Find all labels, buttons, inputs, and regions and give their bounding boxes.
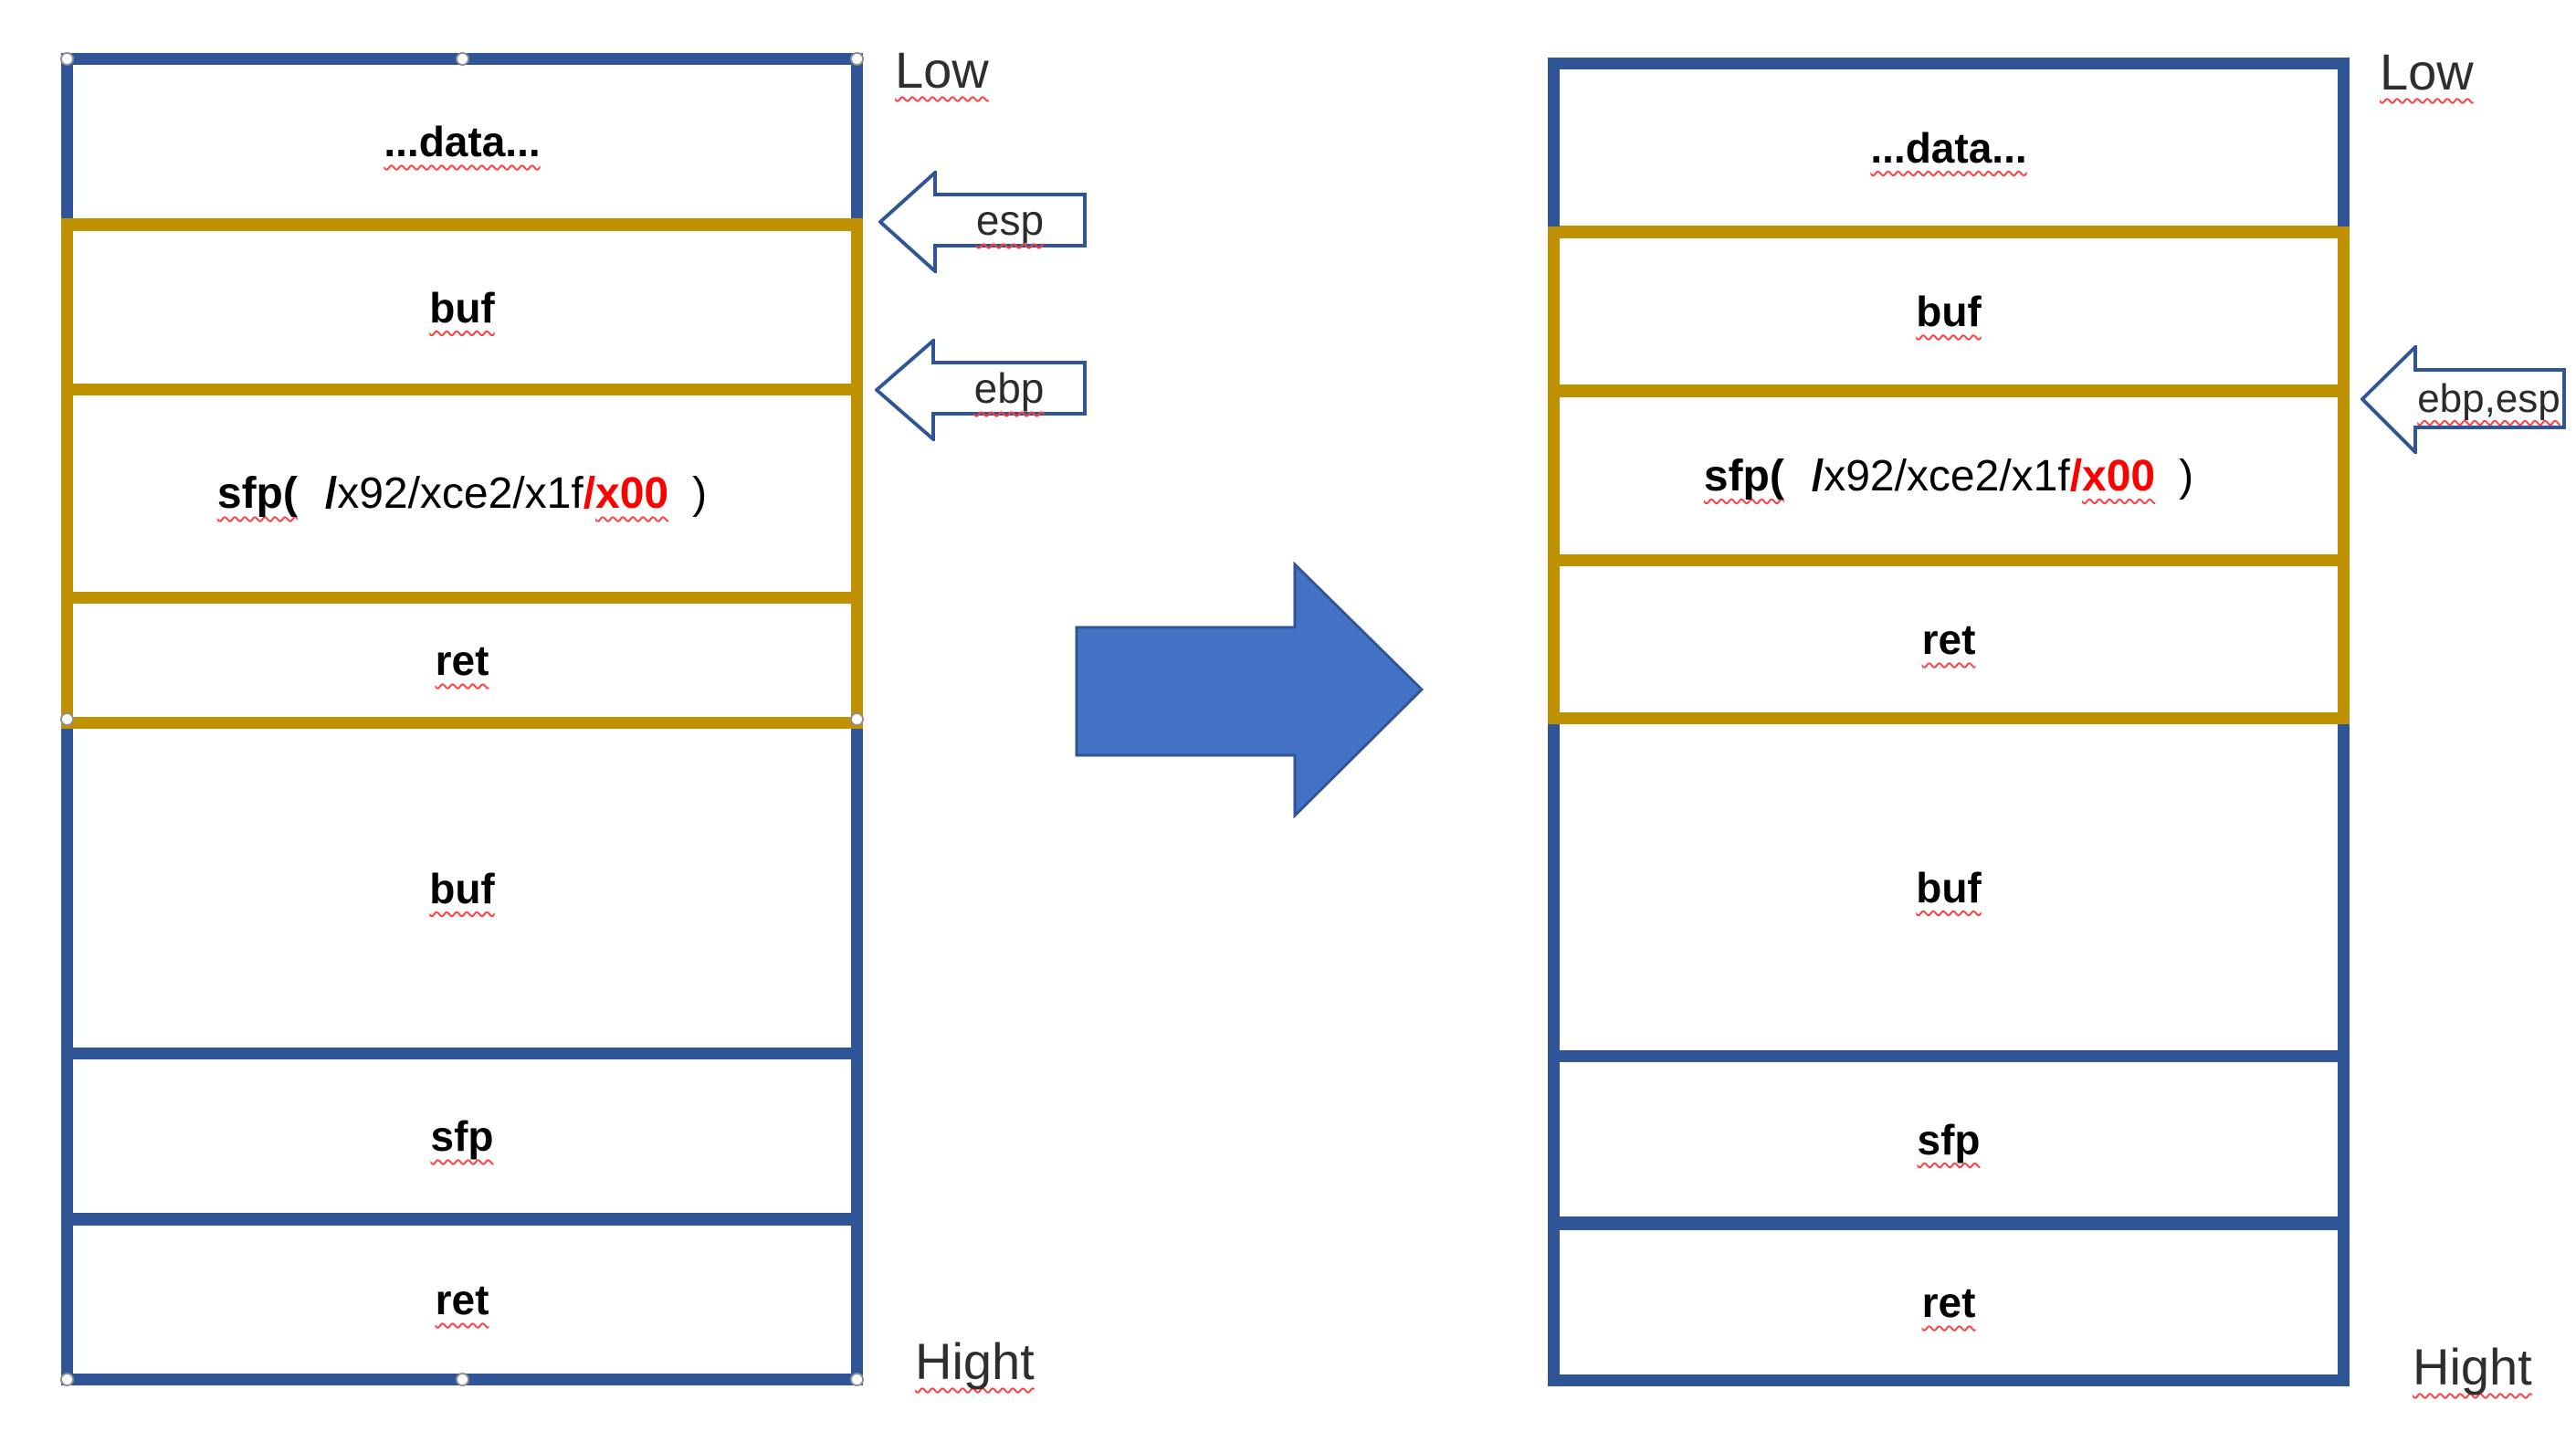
- stack-after: ...data... buf sfp(/x92/xce2/x1f/x00) re…: [1548, 58, 2350, 1386]
- address-low-label-left: Low: [895, 41, 989, 99]
- payload-bytes: x92/xce2/x1f: [337, 469, 584, 518]
- gold-divider: [73, 384, 851, 395]
- stack-after-row-ret-overwritten: ret: [1560, 566, 2338, 712]
- stack-before-row-buf: buf: [73, 231, 851, 384]
- selection-handle-top-right[interactable]: [850, 52, 864, 66]
- gold-divider: [1560, 554, 2338, 566]
- row-data-label: ...data...: [384, 118, 541, 165]
- transition-arrow: [1075, 561, 1425, 819]
- blue-divider: [73, 1213, 851, 1226]
- selection-handle-bottom-mid[interactable]: [456, 1373, 469, 1386]
- selection-handle-mid-left[interactable]: [60, 712, 74, 726]
- selection-handle-bottom-right[interactable]: [850, 1373, 864, 1386]
- sfp-overwritten-line: sfp(/x92/xce2/x1f/x00): [1704, 451, 2193, 501]
- sfp-open-label: sfp(: [216, 469, 298, 518]
- stack-before-row-buf-big: buf: [73, 729, 851, 1048]
- gold-divider: [1560, 384, 2338, 397]
- row-data-label: ...data...: [1870, 123, 2027, 172]
- stack-before: ...data... buf sfp(/x92/xce2/x1f/x00) re…: [61, 53, 863, 1385]
- address-high-label-right: Hight: [2413, 1338, 2532, 1395]
- row-ret-bottom-label: ret: [1921, 1279, 1976, 1326]
- payload-bytes: x92/xce2/x1f: [1824, 451, 2070, 500]
- row-ret-label: ret: [435, 637, 489, 684]
- stack-before-row-sfp-overwritten: sfp(/x92/xce2/x1f/x00): [73, 395, 851, 592]
- gold-divider: [73, 717, 851, 729]
- null-slash: /: [2069, 451, 2083, 500]
- stack-after-row-data: ...data...: [1560, 69, 2338, 226]
- address-low-label-right: Low: [2380, 43, 2474, 100]
- sfp-close-paren: ): [692, 469, 708, 518]
- sfp-close-paren: ): [2179, 451, 2194, 500]
- row-ret-label: ret: [1921, 616, 1976, 663]
- selection-handle-top-left[interactable]: [60, 52, 74, 66]
- stack-before-row-sfp: sfp: [73, 1059, 851, 1213]
- stack-before-row-ret-overwritten: ret: [73, 604, 851, 717]
- right-block-arrow-shape: [1075, 561, 1425, 819]
- blue-divider: [1560, 1050, 2338, 1062]
- selection-handle-mid-right[interactable]: [850, 712, 864, 726]
- left-block-arrow-shape: [2360, 345, 2566, 454]
- sfp-open-label: sfp(: [1703, 451, 1784, 500]
- sfp-overwritten-line: sfp(/x92/xce2/x1f/x00): [217, 469, 707, 519]
- ebp-pointer-arrow: ebp: [875, 339, 1087, 441]
- payload-slash: /: [324, 469, 338, 518]
- blue-divider: [1560, 1216, 2338, 1230]
- blue-divider: [73, 1048, 851, 1059]
- gold-divider: [73, 218, 851, 231]
- selection-handle-bottom-left[interactable]: [60, 1373, 74, 1386]
- row-sfp-label: sfp: [1917, 1115, 1981, 1164]
- row-buf-label: buf: [429, 283, 495, 332]
- esp-label: esp: [975, 196, 1045, 244]
- stack-before-row-data: ...data...: [73, 65, 851, 218]
- gold-divider: [1560, 226, 2338, 238]
- gold-divider: [73, 592, 851, 604]
- stack-after-row-sfp-overwritten: sfp(/x92/xce2/x1f/x00): [1560, 397, 2338, 554]
- ebp-esp-label: ebp,esp: [2417, 375, 2560, 421]
- payload-slash: /: [1811, 451, 1824, 500]
- left-block-arrow-shape: [875, 339, 1087, 441]
- gold-divider: [1560, 712, 2338, 724]
- row-ret-bottom-label: ret: [435, 1276, 489, 1323]
- stack-before-row-ret-bottom: ret: [73, 1226, 851, 1374]
- left-block-arrow-shape: [878, 171, 1087, 273]
- row-buf-big-label: buf: [429, 864, 495, 912]
- address-high-label-left: Hight: [915, 1332, 1035, 1390]
- row-buf-big-label: buf: [1916, 863, 1982, 911]
- ebp-esp-pointer-arrow: ebp,esp: [2360, 345, 2566, 454]
- null-slash: /: [583, 469, 596, 518]
- stack-after-row-sfp: sfp: [1560, 1062, 2338, 1216]
- null-byte: x00: [2082, 451, 2156, 500]
- stack-after-row-buf: buf: [1560, 238, 2338, 384]
- stack-after-row-ret-bottom: ret: [1560, 1230, 2338, 1374]
- ebp-label: ebp: [973, 364, 1045, 412]
- selection-handle-top-mid[interactable]: [456, 52, 469, 66]
- row-buf-label: buf: [1916, 288, 1982, 335]
- row-sfp-label: sfp: [430, 1112, 494, 1160]
- esp-pointer-arrow: esp: [878, 171, 1087, 273]
- stack-after-row-buf-big: buf: [1560, 724, 2338, 1050]
- null-byte: x00: [595, 469, 669, 518]
